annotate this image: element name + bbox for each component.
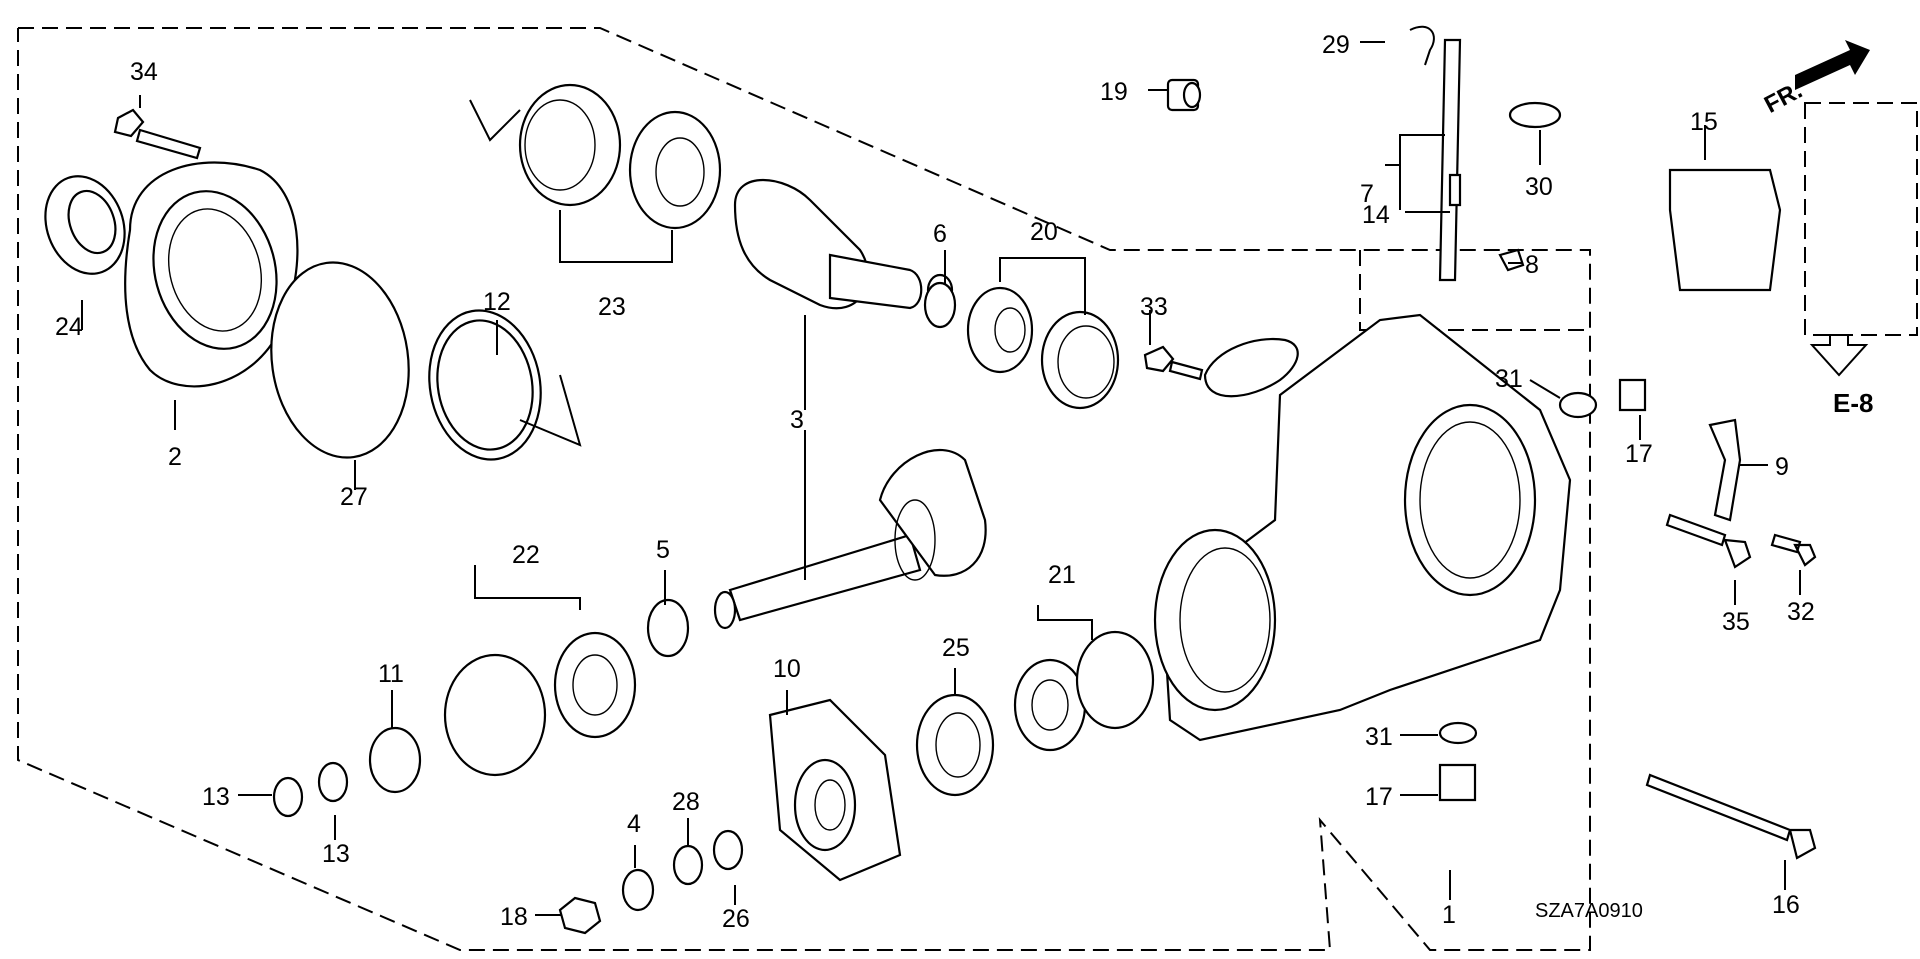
- part-label: 25: [942, 634, 970, 662]
- bolt-33: [1143, 345, 1204, 381]
- washer-4: [621, 868, 655, 912]
- part-label: 19: [1100, 78, 1128, 106]
- part-label: 5: [656, 536, 670, 564]
- part-label: 30: [1525, 173, 1553, 201]
- breather-tube-7: [1438, 38, 1462, 282]
- part-label: 21: [1048, 561, 1076, 589]
- transfer-case-1: [1153, 313, 1572, 742]
- drawing-code: SZA7A0910: [1535, 900, 1643, 922]
- part-label: 2: [168, 443, 182, 471]
- o-ring-27: [270, 261, 410, 459]
- clip-29: [1409, 25, 1435, 66]
- sleeve-19: [1166, 78, 1202, 112]
- guide-plate: [1203, 338, 1299, 398]
- section-ref[interactable]: E-8: [1833, 388, 1874, 418]
- part-label: 13: [322, 840, 350, 868]
- washer-31a: [1558, 391, 1598, 419]
- washer-26: [712, 829, 744, 871]
- bearing-21: [1013, 630, 1155, 752]
- washer-31b: [1438, 721, 1478, 745]
- nut-18: [558, 896, 602, 935]
- plug-17b: [1438, 763, 1477, 802]
- bearing-20: [966, 286, 1120, 410]
- washer-5: [646, 598, 690, 658]
- leader-22: [474, 565, 581, 610]
- washer-13b: [317, 761, 349, 803]
- oil-seal-24: [44, 175, 126, 275]
- part-label: 13: [202, 783, 230, 811]
- bearing-22: [443, 631, 637, 777]
- leader-23: [559, 210, 673, 263]
- washer-28: [672, 844, 704, 886]
- plug-17a: [1618, 378, 1647, 412]
- part-label: 14: [1362, 201, 1390, 229]
- bolt-32: [1770, 533, 1817, 567]
- part-label: 15: [1690, 108, 1718, 136]
- part-label: 17: [1365, 783, 1393, 811]
- shim-12: [428, 309, 542, 461]
- part-label: 35: [1722, 608, 1750, 636]
- clip-8: [1498, 248, 1525, 272]
- leader-7: [1385, 134, 1445, 210]
- part-label: 23: [598, 293, 626, 321]
- part-label: 6: [933, 220, 947, 248]
- bracket-9: [1708, 418, 1742, 522]
- part-label: 10: [773, 655, 801, 683]
- joint-14: [1448, 173, 1462, 207]
- bolt-34: [113, 108, 202, 160]
- bearing-cover-2: [124, 161, 299, 388]
- shim-12-leader: [519, 374, 582, 447]
- part-label: 7: [1360, 180, 1374, 208]
- part-label: 12: [483, 288, 511, 316]
- part-label: 8: [1525, 251, 1539, 279]
- part-label: 18: [500, 903, 528, 931]
- output-shaft-3: [713, 448, 987, 630]
- part-label: 24: [55, 313, 83, 341]
- collar-11: [368, 726, 422, 794]
- washer-13a: [272, 776, 304, 818]
- washer-6: [923, 281, 957, 329]
- bearing-23: [469, 83, 722, 230]
- leader-21: [1037, 605, 1093, 640]
- part-label: 32: [1787, 598, 1815, 626]
- part-label: 28: [672, 788, 700, 816]
- part-label: 31: [1365, 723, 1393, 751]
- inner-boundary: [1359, 250, 1590, 331]
- part-label: 27: [340, 483, 368, 511]
- part-label: 1: [1442, 901, 1456, 929]
- part-label: 4: [627, 810, 641, 838]
- part-label: 31: [1495, 365, 1523, 393]
- pinion-gear-3: [733, 179, 954, 310]
- assembly-boundary: [17, 27, 1591, 951]
- section-ref-arrow-icon: [1809, 334, 1869, 377]
- part-label: 11: [378, 660, 404, 688]
- part-label: 20: [1030, 218, 1058, 246]
- part-label: 16: [1772, 891, 1800, 919]
- part-label: 29: [1322, 31, 1350, 59]
- bolt-16: [1645, 773, 1817, 860]
- oil-seal-25: [915, 693, 995, 797]
- leader-20: [999, 257, 1086, 315]
- detail-inset-box: [1804, 102, 1918, 336]
- companion-flange-10: [768, 698, 902, 882]
- part-label: 33: [1140, 293, 1168, 321]
- part-label: 34: [130, 58, 158, 86]
- leader-31a: [1529, 379, 1561, 399]
- clamp-30: [1508, 101, 1562, 129]
- part-label: 9: [1775, 453, 1789, 481]
- part-label: 17: [1625, 440, 1653, 468]
- part-label: 26: [722, 905, 750, 933]
- bolt-35: [1665, 513, 1752, 569]
- actuator-15: [1668, 168, 1782, 292]
- part-label: 22: [512, 541, 540, 569]
- part-label: 3: [790, 406, 804, 434]
- front-arrow-icon: [1795, 40, 1870, 90]
